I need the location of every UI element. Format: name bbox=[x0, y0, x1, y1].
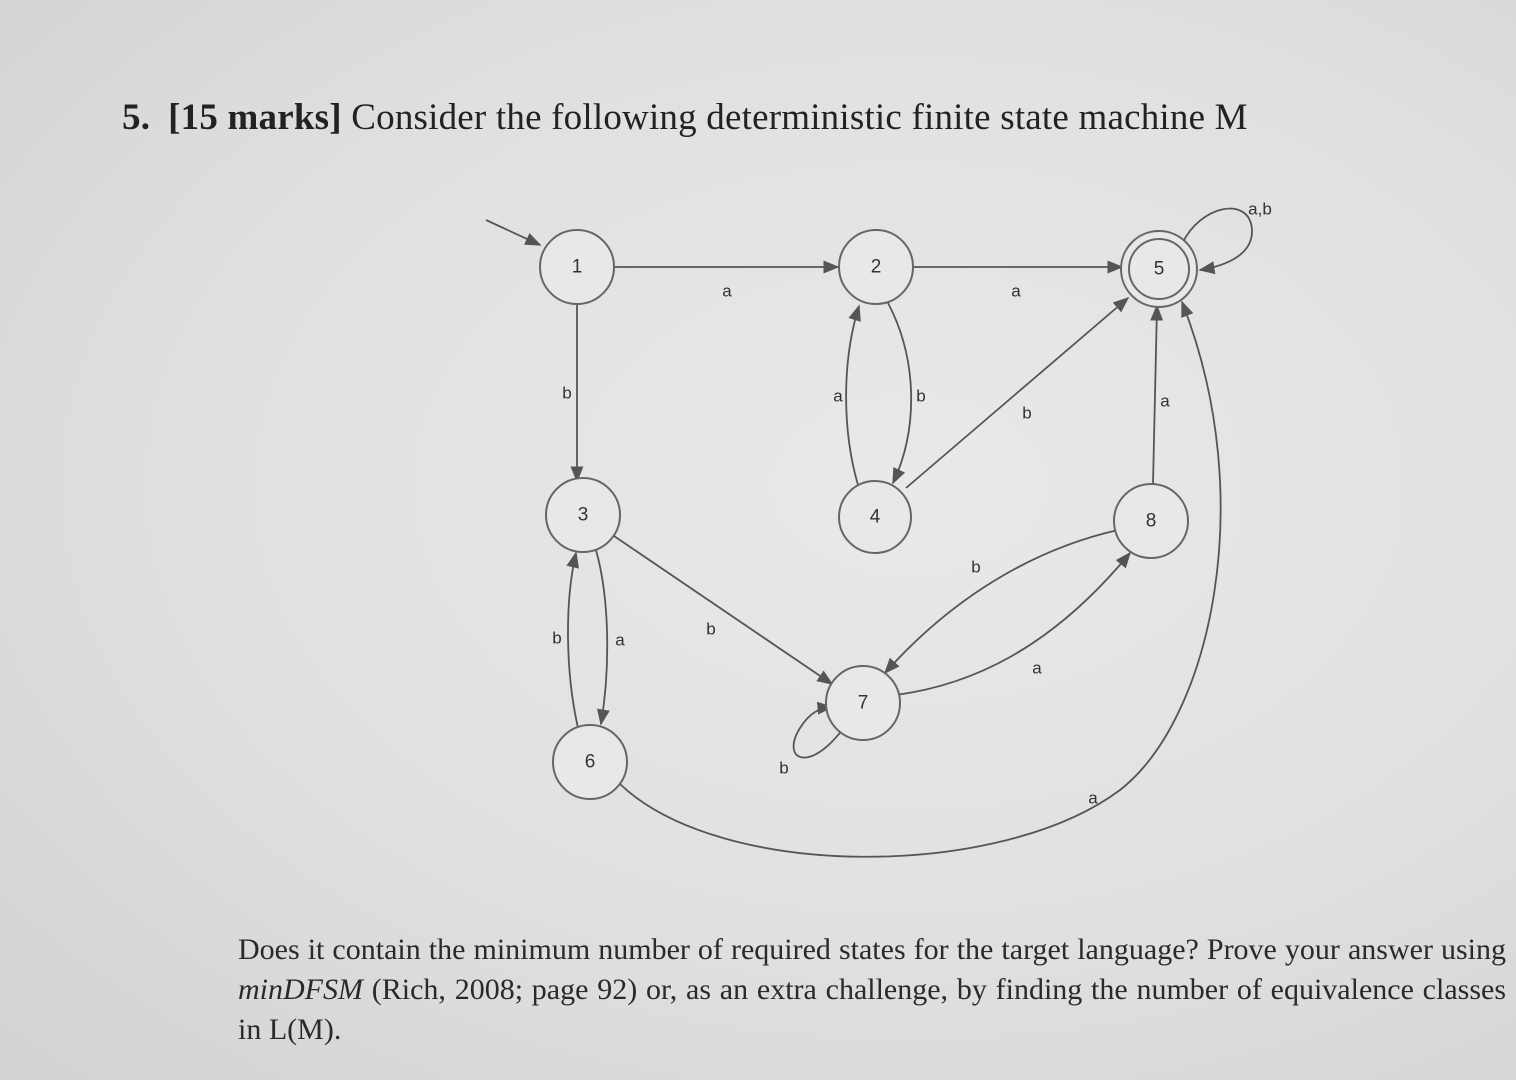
question-body: Does it contain the minimum number of re… bbox=[238, 930, 1506, 1050]
question-body-emphasis: minDFSM bbox=[238, 973, 363, 1006]
label-2-4: b bbox=[916, 387, 925, 406]
state-2-label: 2 bbox=[871, 257, 882, 278]
state-2-circle bbox=[838, 229, 914, 305]
state-8-label: 8 bbox=[1146, 511, 1157, 532]
state-1-circle bbox=[539, 229, 615, 305]
question-heading: 5. [15 marks] Consider the following dete… bbox=[122, 96, 1248, 139]
label-1-2: a bbox=[722, 282, 732, 301]
label-8-7: b bbox=[971, 558, 980, 577]
edge-3-7 bbox=[613, 535, 834, 685]
question-marks: [15 marks] bbox=[168, 97, 342, 138]
label-4-2: a bbox=[833, 387, 843, 406]
label-2-5: a bbox=[1011, 282, 1021, 301]
state-5-inner-circle bbox=[1128, 238, 1190, 300]
state-8-circle bbox=[1113, 483, 1189, 559]
edge-8-7 bbox=[883, 529, 1119, 675]
edge-4-2 bbox=[845, 304, 861, 486]
state-1-label: 1 bbox=[572, 257, 583, 278]
edge-3-6 bbox=[595, 549, 610, 726]
edge-8-5 bbox=[1150, 304, 1164, 485]
state-6-label: 6 bbox=[585, 752, 596, 773]
label-3-7: b bbox=[706, 620, 715, 639]
edge-6-5 bbox=[619, 300, 1222, 858]
label-4-5: b bbox=[1022, 404, 1031, 423]
state-4-label: 4 bbox=[870, 507, 881, 528]
edge-5-5-loop bbox=[1181, 207, 1253, 275]
state-3-label: 3 bbox=[578, 505, 589, 526]
start-arrow bbox=[485, 219, 542, 246]
question-prompt: Consider the following deterministic fin… bbox=[351, 97, 1248, 138]
label-1-3: b bbox=[562, 384, 571, 403]
label-5-5: a,b bbox=[1248, 200, 1272, 219]
edge-2-4 bbox=[887, 302, 913, 485]
label-8-5: a bbox=[1160, 392, 1170, 411]
label-7-7: b bbox=[779, 759, 788, 778]
label-6-3: b bbox=[552, 629, 561, 648]
state-3-circle bbox=[545, 477, 621, 553]
label-7-8: a bbox=[1032, 659, 1042, 678]
state-5-label: 5 bbox=[1154, 259, 1165, 280]
state-7-label: 7 bbox=[858, 693, 869, 714]
edge-6-3 bbox=[566, 551, 579, 729]
question-number: 5. bbox=[122, 97, 151, 138]
label-3-6: a bbox=[615, 631, 625, 650]
edge-4-5 bbox=[905, 296, 1130, 489]
edge-7-7-loop bbox=[792, 701, 846, 759]
question-body-end: (Rich, 2008; page 92) or, as an extra ch… bbox=[238, 973, 1506, 1046]
label-6-5: a bbox=[1088, 789, 1098, 808]
question-body-start: Does it contain the minimum number of re… bbox=[238, 933, 1506, 966]
edge-7-8 bbox=[895, 551, 1132, 696]
state-4-circle bbox=[838, 480, 912, 554]
state-6-circle bbox=[552, 724, 628, 800]
state-7-circle bbox=[825, 665, 901, 741]
